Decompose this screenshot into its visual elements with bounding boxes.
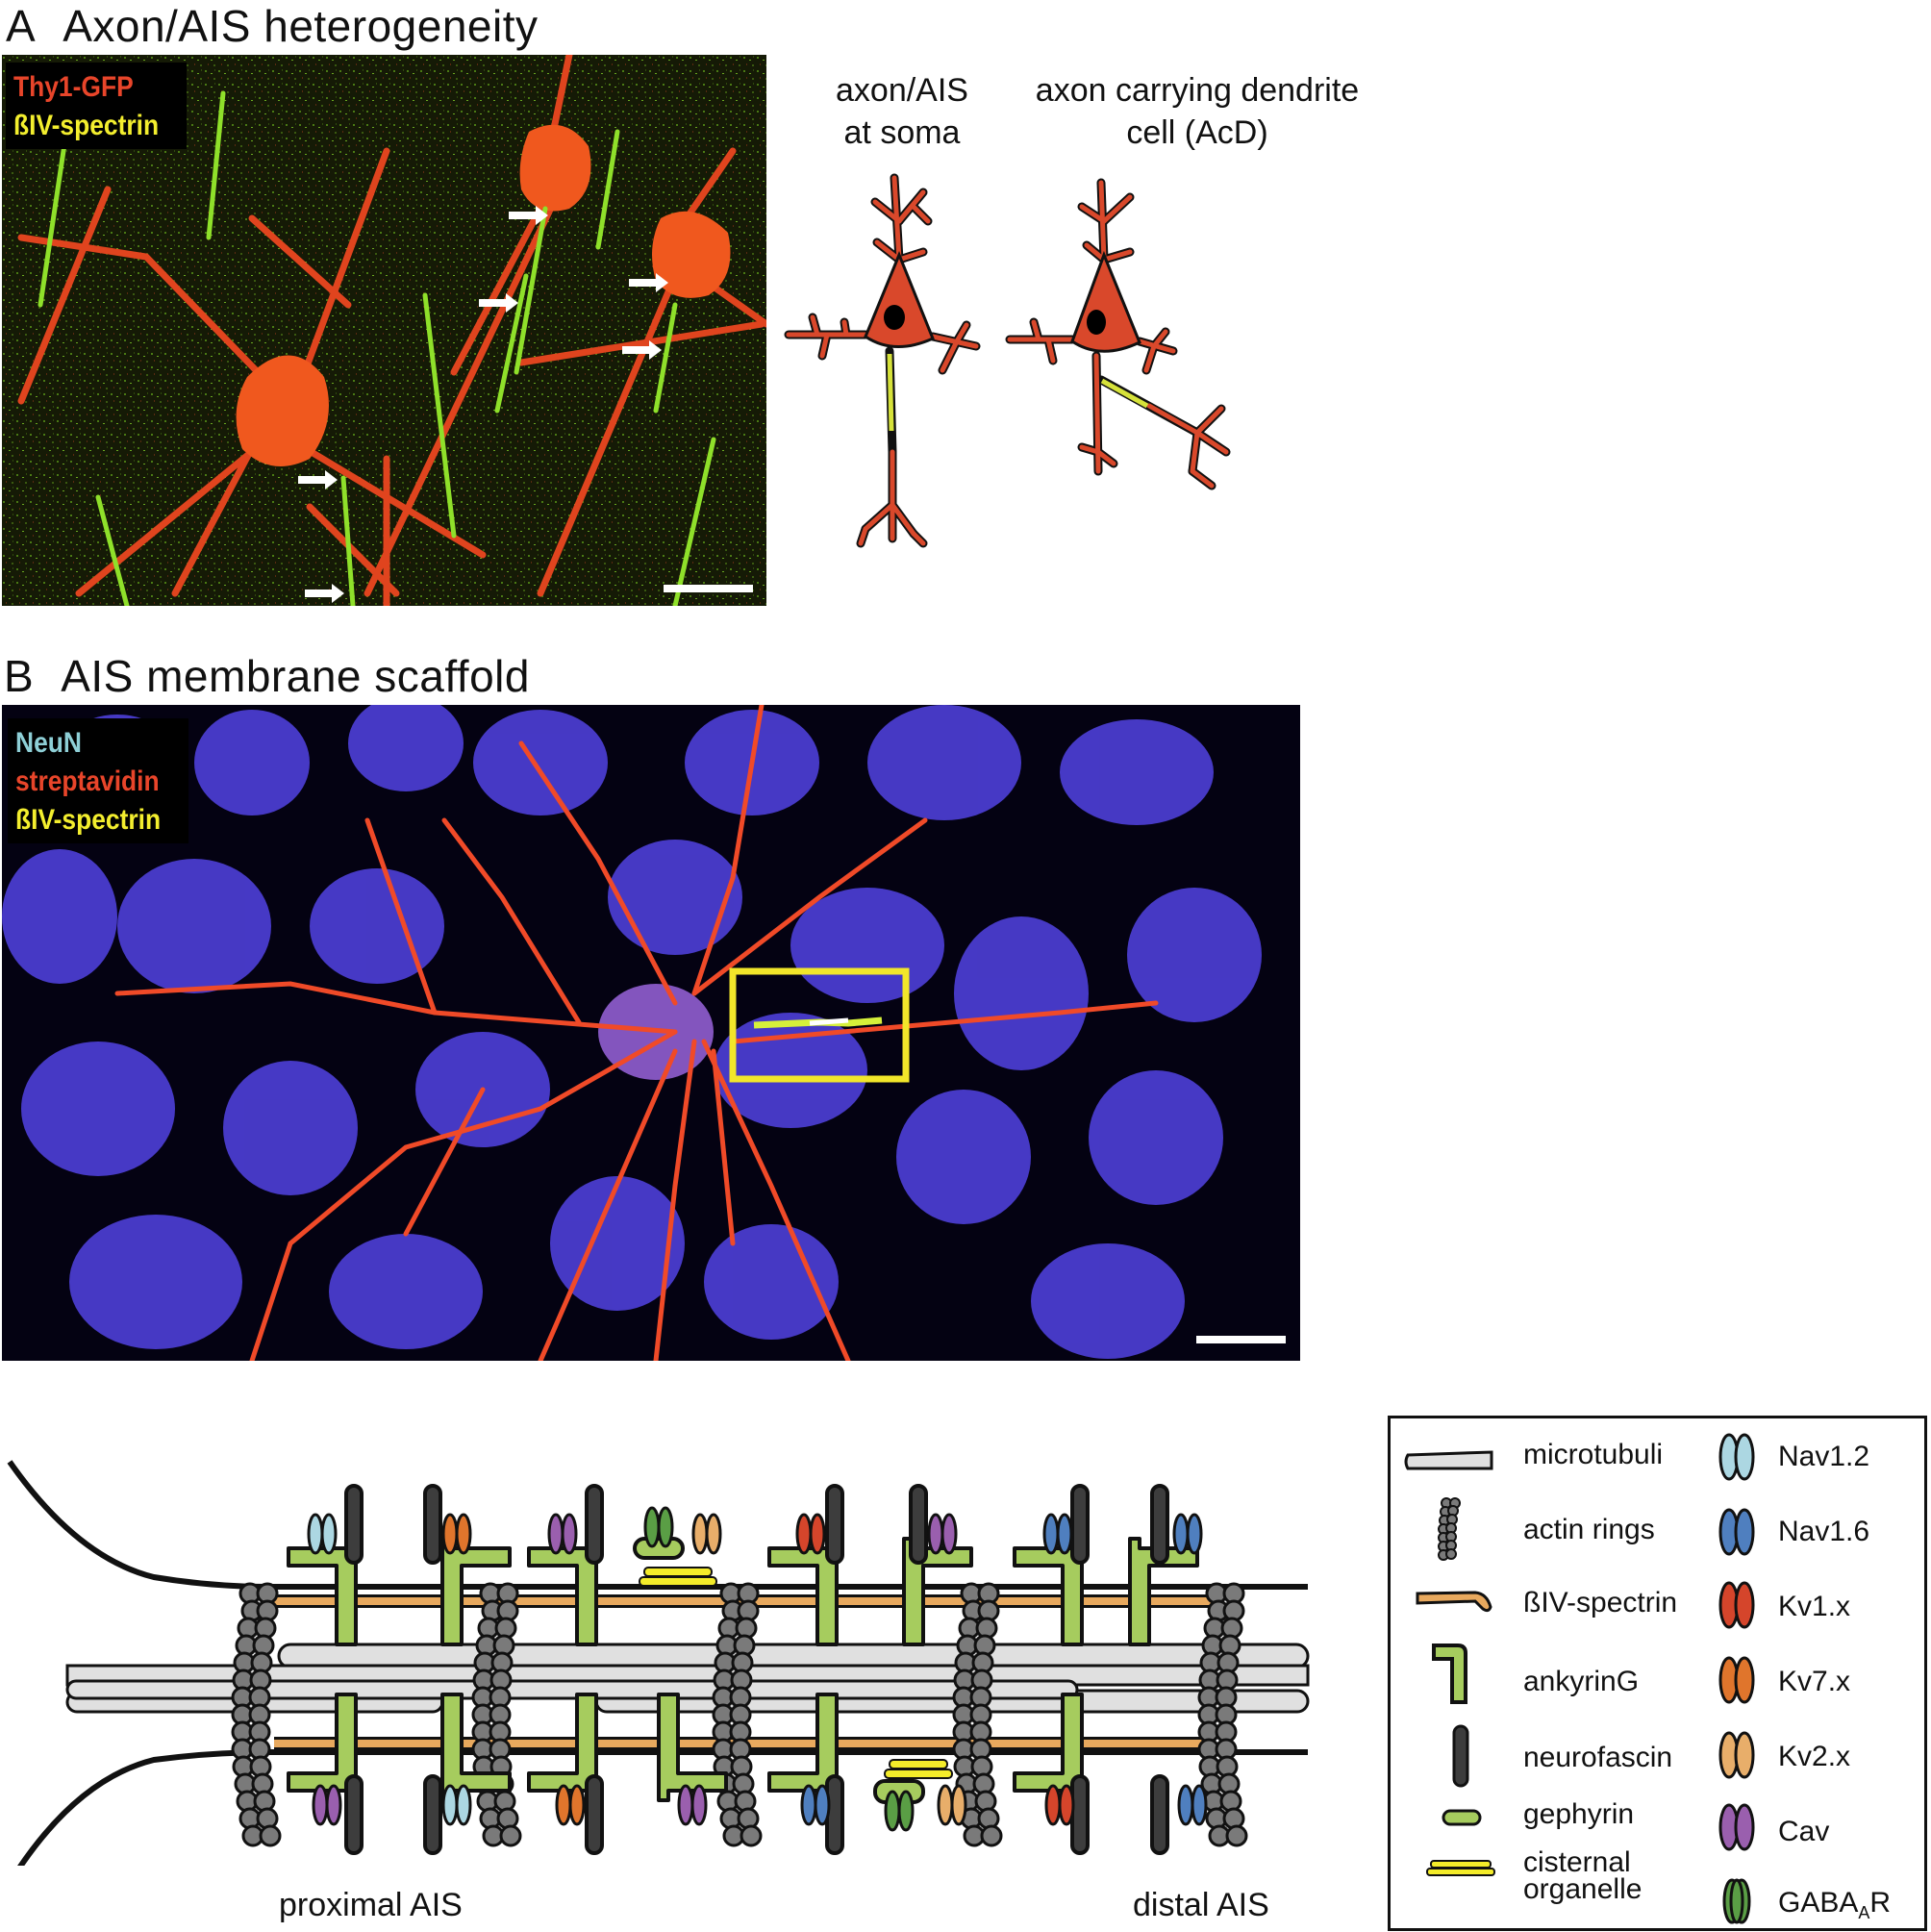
legend-nav16: Nav1.6 [1778, 1516, 1870, 1547]
cav-icon [1718, 1803, 1755, 1851]
ais-scaffold-diagram [7, 1460, 1310, 1866]
diagram-legend: microtubuli actin rings ßIV-spectrin ank… [1388, 1416, 1927, 1931]
caption-line: axon/AIS [836, 72, 968, 109]
nucleus [884, 305, 905, 330]
panel-a-title: A Axon/AIS heterogeneity [6, 0, 539, 52]
neuron-schematics [784, 173, 1231, 548]
actin-ring-icon [1438, 1497, 1461, 1561]
schematic-caption-acd: axon carrying dendrite cell (AcD) [1005, 69, 1390, 154]
legend-kv7: Kv7.x [1778, 1666, 1851, 1697]
legend-gabaar: GABAAR [1778, 1888, 1891, 1928]
neun-streptavidin-image [2, 705, 1286, 1361]
distal-ais-label: distal AIS [1133, 1887, 1269, 1923]
gaba-subscript: A [1858, 1903, 1870, 1922]
legend-icons [1404, 1433, 1755, 1924]
microtubule-icon [1404, 1450, 1493, 1470]
thy1-gfp-image [2, 55, 766, 606]
caption-line: cell (AcD) [1126, 114, 1268, 151]
legend-microtubuli: microtubuli [1523, 1439, 1664, 1470]
neurofascin-icon [1452, 1724, 1469, 1788]
channel-biv-spectrin: ßIV-spectrin [13, 110, 160, 141]
nucleus [1087, 310, 1106, 335]
nav16-icon [1718, 1508, 1755, 1556]
legend-gephyrin: gephyrin [1523, 1798, 1635, 1830]
channel-streptavidin: streptavidin [15, 765, 160, 797]
legend-cisternal-line1: cisternal [1523, 1846, 1631, 1878]
caption-line: axon carrying dendrite [1035, 72, 1360, 109]
ais-segment [887, 353, 894, 432]
channel-thy1-gfp: Thy1-GFP [13, 71, 134, 103]
legend-cisternal-line2: organelle [1523, 1873, 1643, 1905]
legend-cav: Cav [1778, 1816, 1830, 1847]
gaba-text: GABA [1778, 1887, 1859, 1919]
arrow-markers [298, 206, 668, 603]
kv2-icon [1718, 1731, 1755, 1779]
panel-b-channel-legend: NeuN streptavidin ßIV-spectrin [8, 718, 188, 843]
gaba-suffix: R [1869, 1887, 1892, 1919]
legend-kv1: Kv1.x [1778, 1591, 1851, 1622]
legend-kv2: Kv2.x [1778, 1741, 1851, 1772]
panel-a-heading: Axon/AIS heterogeneity [63, 1, 539, 51]
spectrin-icon [1416, 1591, 1492, 1613]
panel-b-micrograph: NeuN streptavidin ßIV-spectrin [2, 705, 1300, 1361]
kv1-icon [1718, 1581, 1755, 1629]
gabaar-icon [1722, 1878, 1751, 1924]
schematic-caption-soma: axon/AIS at soma [806, 69, 998, 154]
panel-a-micrograph: Thy1-GFP ßIV-spectrin [2, 55, 766, 606]
cisternal-organelle-icon [1426, 1860, 1495, 1876]
caption-line: at soma [843, 114, 961, 151]
panel-a-channel-legend: Thy1-GFP ßIV-spectrin [6, 63, 187, 149]
legend-actin-rings: actin rings [1523, 1514, 1655, 1545]
ankyrin-icon [1432, 1643, 1467, 1704]
ais-segment-acd [1100, 378, 1149, 409]
nav12-icon [1718, 1433, 1755, 1481]
channel-neun: NeuN [15, 727, 82, 759]
panel-b-title: B AIS membrane scaffold [4, 650, 530, 702]
legend-ankyring: ankyrinG [1523, 1666, 1640, 1697]
gephyrin-icon [1442, 1809, 1482, 1826]
channel-biv-spectrin-b: ßIV-spectrin [15, 804, 162, 836]
panel-a-letter: A [6, 1, 37, 51]
legend-cisternal: cisternal organelle [1523, 1846, 1643, 1905]
legend-nav12: Nav1.2 [1778, 1441, 1870, 1472]
scale-bar-a [664, 585, 753, 592]
proximal-ais-label: proximal AIS [279, 1887, 463, 1923]
legend-neurofascin: neurofascin [1523, 1742, 1673, 1773]
inset-box [729, 967, 910, 1083]
scale-bar-b [1196, 1336, 1286, 1343]
kv7-icon [1718, 1656, 1755, 1704]
panel-b-heading: AIS membrane scaffold [61, 651, 530, 701]
legend-spectrin: ßIV-spectrin [1523, 1587, 1678, 1618]
panel-b-letter: B [4, 651, 35, 701]
